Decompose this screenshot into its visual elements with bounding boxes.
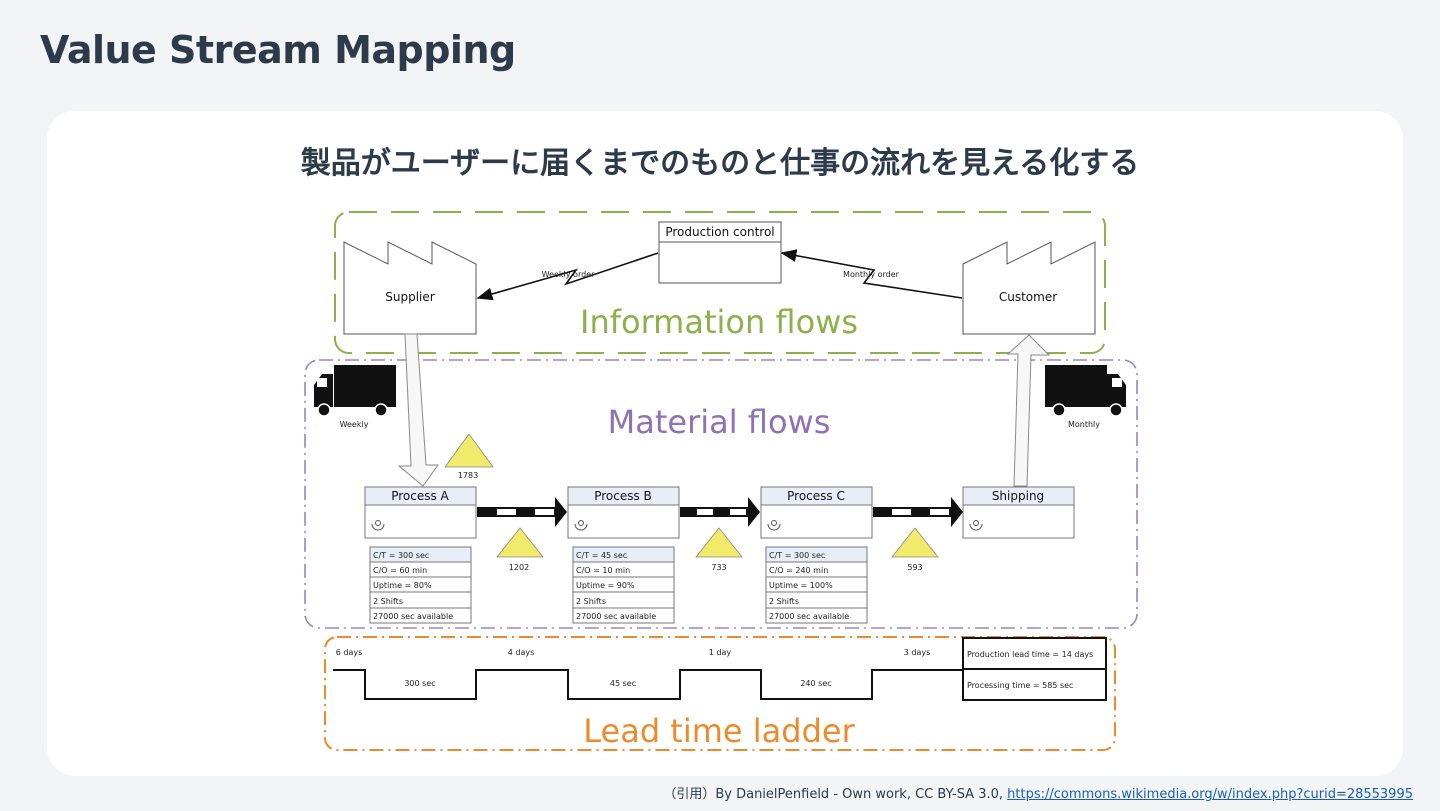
data-box: C/T = 300 sec C/O = 60 min Uptime = 80% …	[369, 546, 472, 624]
push-arrow	[873, 497, 963, 527]
truck-monthly-label: Monthly	[1068, 420, 1100, 429]
inventory-triangle	[695, 527, 743, 558]
data-box: C/T = 300 sec C/O = 240 min Uptime = 100…	[765, 546, 868, 624]
operator-icon	[371, 520, 385, 531]
uptime: Uptime = 100%	[769, 581, 833, 590]
inventory-count: 593	[907, 563, 922, 572]
supplier-label: Supplier	[385, 290, 435, 304]
information-flows-boundary	[334, 211, 1106, 354]
operator-icon	[767, 520, 781, 531]
shifts: 2 Shifts	[373, 597, 403, 606]
process-box: Process A	[364, 486, 477, 539]
inventory-count: 1783	[458, 471, 478, 480]
weekly-order-label: Weekly order	[542, 270, 595, 279]
shipping-box: Shipping	[962, 486, 1075, 539]
truck-weekly-icon	[314, 365, 396, 417]
process-name: Process B	[594, 489, 652, 503]
ladder-wait-time: 1 day	[709, 648, 732, 657]
information-flows-label: Information flows	[580, 303, 858, 341]
material-flows-boundary	[304, 359, 1138, 629]
changeover-time: C/O = 240 min	[769, 566, 828, 575]
ladder-process-time: 240 sec	[800, 679, 831, 688]
customer-factory: Customer	[962, 241, 1096, 335]
operator-icon	[969, 520, 983, 531]
inventory-triangle	[444, 433, 494, 468]
lead-time-ladder-boundary	[324, 636, 1116, 751]
ladder-wait-time: 3 days	[904, 648, 931, 657]
process-name: Process A	[391, 489, 449, 503]
citation-text: （引用）By DanielPenfield - Own work, CC BY-…	[663, 787, 1008, 802]
shipping-label: Shipping	[992, 489, 1044, 503]
truck-monthly-icon	[1045, 365, 1126, 417]
material-flows-label: Material flows	[608, 403, 831, 441]
available-time: 27000 sec available	[769, 612, 849, 621]
ladder-wait-time: 6 days	[336, 648, 363, 657]
monthly-order-label: Monthly order	[843, 270, 900, 279]
production-lead-time: Production lead time = 14 days	[967, 650, 1093, 659]
available-time: 27000 sec available	[576, 612, 656, 621]
supplier-factory: Supplier	[343, 241, 477, 335]
push-arrow	[477, 497, 567, 527]
weekly-order-arrow	[476, 252, 659, 301]
process-box: Process B	[567, 486, 680, 539]
inventory-count: 1202	[509, 563, 529, 572]
ladder-wait-time: 4 days	[508, 648, 535, 657]
available-time: 27000 sec available	[373, 612, 453, 621]
citation-link[interactable]: https://commons.wikimedia.org/w/index.ph…	[1007, 787, 1413, 802]
citation: （引用）By DanielPenfield - Own work, CC BY-…	[663, 783, 1413, 802]
lead-time-summary-box: Production lead time = 14 days Processin…	[962, 637, 1107, 701]
ladder-process-time: 45 sec	[610, 679, 636, 688]
shifts: 2 Shifts	[769, 597, 799, 606]
uptime: Uptime = 80%	[373, 581, 432, 590]
inventory-count: 733	[711, 563, 726, 572]
cycle-time: C/T = 300 sec	[769, 551, 825, 560]
cycle-time: C/T = 300 sec	[373, 551, 429, 560]
changeover-time: C/O = 10 min	[576, 566, 630, 575]
shifts: 2 Shifts	[576, 597, 606, 606]
process-box: Process C	[760, 486, 873, 539]
page-title: Value Stream Mapping	[40, 28, 516, 72]
inventory-triangle	[891, 527, 939, 558]
value-stream-map-diagram: Production control Supplier Customer Wee…	[304, 211, 1138, 751]
cycle-time: C/T = 45 sec	[576, 551, 627, 560]
inventory-triangle	[496, 527, 544, 558]
supplier-to-process-a-arrow	[397, 333, 439, 487]
changeover-time: C/O = 60 min	[373, 566, 427, 575]
lead-time-ladder-label: Lead time ladder	[583, 712, 855, 750]
processing-time: Processing time = 585 sec	[967, 681, 1073, 690]
lead-time-ladder-line	[333, 669, 963, 700]
push-arrow	[680, 497, 760, 527]
monthly-order-arrow	[780, 249, 963, 299]
ladder-process-time: 300 sec	[404, 679, 435, 688]
uptime: Uptime = 90%	[576, 581, 635, 590]
shipping-to-customer-arrow	[1006, 334, 1051, 487]
slide-subtitle: 製品がユーザーに届くまでのものと仕事の流れを見える化する	[300, 146, 1140, 181]
customer-label: Customer	[999, 290, 1057, 304]
data-box: C/T = 45 sec C/O = 10 min Uptime = 90% 2…	[572, 546, 675, 624]
production-control-label: Production control	[665, 225, 774, 239]
process-name: Process C	[787, 489, 845, 503]
production-control-box: Production control	[658, 221, 782, 284]
operator-icon	[574, 520, 588, 531]
truck-weekly-label: Weekly	[340, 420, 369, 429]
